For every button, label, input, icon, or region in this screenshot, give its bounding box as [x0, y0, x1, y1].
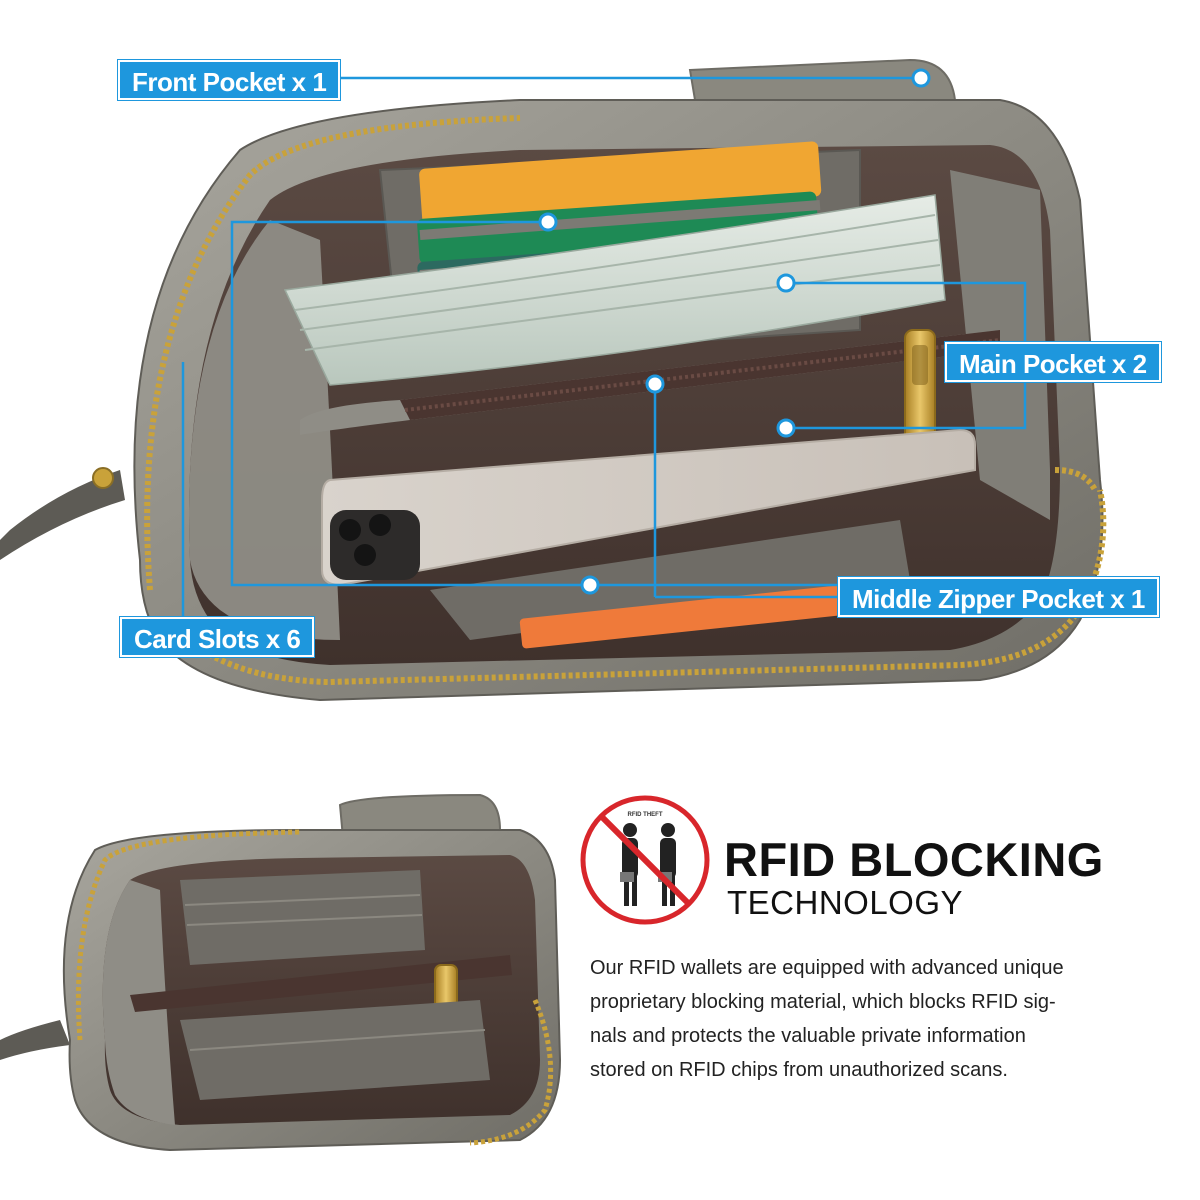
rfid-description-line: nals and protects the valuable private i…	[590, 1025, 1026, 1047]
rfid-badge-text: RFID THEFT	[628, 812, 663, 818]
main-wallet-illustration	[0, 58, 1107, 702]
rfid-description-line: proprietary blocking material, which blo…	[590, 991, 1056, 1013]
rfid-badge: RFID THEFT	[580, 795, 710, 925]
callout-front-pocket: Front Pocket x 1	[118, 60, 341, 100]
secondary-wallet-illustration	[0, 793, 562, 1152]
rfid-title: RFID BLOCKING	[724, 833, 1104, 886]
callout-dots	[538, 68, 931, 595]
rfid-description: Our RFID wallets are equipped with advan…	[590, 951, 1150, 1087]
callout-middle-zipper-pocket: Middle Zipper Pocket x 1	[838, 577, 1159, 617]
rfid-subtitle: TECHNOLOGY	[727, 884, 964, 921]
rfid-description-line: Our RFID wallets are equipped with advan…	[590, 957, 1064, 979]
rfid-description-line: stored on RFID chips from unauthorized s…	[590, 1059, 1008, 1081]
callout-card-slots: Card Slots x 6	[120, 617, 315, 657]
callout-main-pocket: Main Pocket x 2	[945, 342, 1161, 382]
